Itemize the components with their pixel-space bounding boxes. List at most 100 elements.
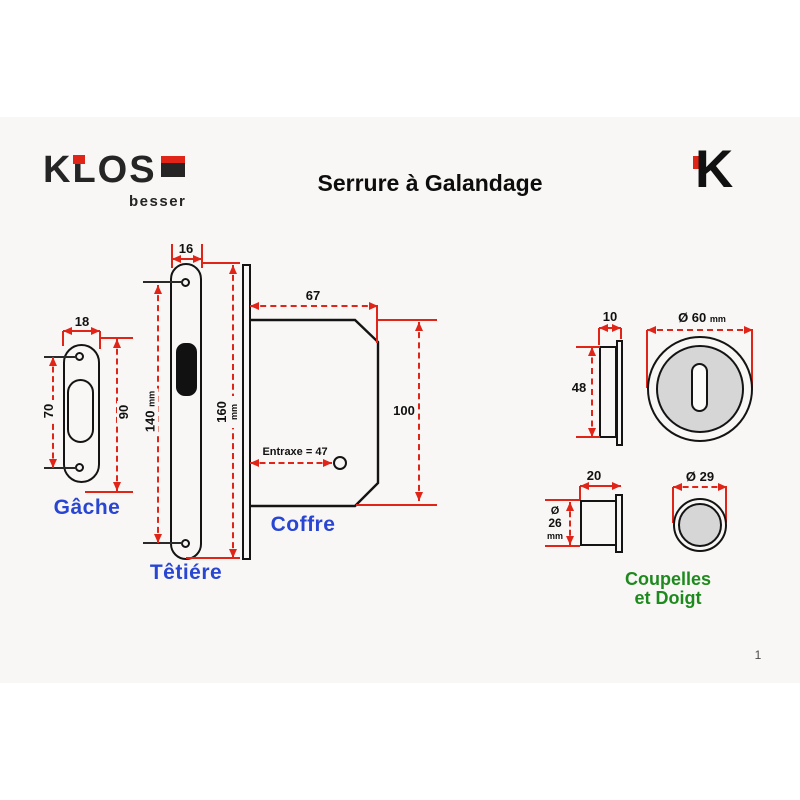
coupelle-large-depth-ext-left	[598, 328, 600, 345]
tetiere-height-unit: mm	[229, 404, 239, 421]
tetiere-holespacing-unit: mm	[146, 390, 157, 407]
arrow-left-icon	[599, 324, 608, 332]
tetiere-outline	[170, 263, 202, 560]
tetiere-width-ext-right	[201, 244, 203, 268]
doigt-diameter-ext-left	[672, 487, 674, 523]
coupelles-label-line2: et Doigt	[634, 588, 702, 608]
coupelle-small-diameter-ext-top	[545, 499, 580, 501]
gache-width-dim-line	[63, 330, 100, 332]
arrow-down-icon	[588, 428, 596, 437]
tetiere-height-ext-bottom	[186, 557, 240, 559]
coupelle-large-diameter-value: Ø 60	[678, 310, 707, 325]
coupelle-small-diameter-symbol: Ø	[550, 505, 560, 517]
logo-letter-l: L	[72, 149, 98, 191]
coffre-height-dim-line	[418, 322, 420, 501]
gache-outline	[63, 344, 100, 483]
logo-red-square	[73, 155, 86, 164]
k-brand-mark: K	[689, 143, 749, 206]
logo-letter-e-bars	[160, 156, 185, 183]
gache-latch-slot	[67, 379, 94, 443]
tetiere-holespacing-dim-label: 140 mm	[142, 388, 159, 435]
arrow-down-icon	[229, 549, 237, 558]
gache-ext-line-bottom	[44, 467, 77, 469]
arrow-left-icon	[580, 482, 589, 490]
arrow-up-icon	[566, 502, 574, 511]
tetiere-holespacing-value: 140	[142, 410, 158, 433]
arrow-left-icon	[63, 327, 72, 335]
coupelle-small-diameter-unit: mm	[546, 531, 563, 541]
arrow-down-icon	[566, 536, 574, 545]
logo-letter-o: O	[97, 149, 130, 191]
arrow-right-icon	[323, 459, 332, 467]
arrow-down-icon	[154, 534, 162, 543]
coupelle-small-body-side	[580, 500, 617, 546]
arrow-right-icon	[193, 255, 202, 263]
arrow-left-icon	[250, 459, 259, 467]
arrow-up-icon	[415, 322, 423, 331]
arrow-down-icon	[49, 459, 57, 468]
coffre-entraxe-dim-line	[250, 462, 332, 464]
coupelles-label: Coupelles et Doigt	[607, 570, 729, 608]
coupelle-small-diameter-ext-bottom	[545, 545, 580, 547]
arrow-down-icon	[415, 492, 423, 501]
coffre-height-dim-label: 100	[390, 404, 418, 418]
arrow-right-icon	[718, 483, 727, 491]
arrow-up-icon	[49, 357, 57, 366]
page-number: 1	[754, 648, 762, 662]
coffre-depth-dim-label: 67	[305, 288, 321, 303]
logo-e-bottom-bar	[160, 170, 185, 177]
coupelle-small-flange-side	[615, 494, 623, 553]
gache-height-ext-bottom	[85, 491, 133, 493]
coupelle-small-depth-dim-label: 20	[586, 468, 602, 483]
coffre-entraxe-label: Entraxe = 47	[262, 446, 328, 458]
arrow-left-icon	[172, 255, 181, 263]
tetiere-width-dim-label: 16	[178, 241, 194, 256]
arrow-left-icon	[250, 302, 259, 310]
coupelle-small-diameter-dim-line	[569, 502, 571, 545]
doigt-diameter-dim-line	[673, 486, 727, 488]
doigt-diameter-ext-right	[725, 487, 727, 523]
gache-holespacing-dim-label: 70	[41, 400, 56, 422]
arrow-left-icon	[673, 483, 682, 491]
coupelle-large-keyhole	[691, 363, 708, 412]
coupelle-large-diameter-ext-right	[751, 330, 753, 388]
tetiere-label: Têtiére	[149, 561, 223, 584]
coupelle-large-depth-ext-right	[620, 328, 622, 339]
coupelle-large-height-dim-label: 48	[571, 380, 587, 395]
page-title: Serrure à Galandage	[317, 170, 543, 196]
coupelle-large-height-ext-bottom	[576, 436, 600, 438]
gache-label: Gâche	[53, 496, 121, 519]
coupelle-small-diameter-value: 26	[548, 516, 562, 530]
coupelle-large-face	[656, 345, 744, 433]
gache-height-dim-label: 90	[116, 401, 131, 423]
arrow-down-icon	[113, 482, 121, 491]
k-mark-letter: K	[695, 140, 734, 199]
gache-ext-line-top	[44, 356, 77, 358]
coupelle-large-height-dim-line	[591, 347, 593, 437]
tetiere-latch-opening	[176, 343, 197, 396]
tetiere-edge-view	[242, 264, 251, 560]
arrow-up-icon	[229, 265, 237, 274]
coupelles-label-line1: Coupelles	[624, 569, 712, 589]
arrow-up-icon	[588, 347, 596, 356]
coupelle-large-flange-side	[616, 340, 623, 446]
coffre-label: Coffre	[270, 513, 336, 536]
doigt-outer-ring	[673, 498, 727, 552]
coffre-outline	[250, 318, 380, 508]
arrow-right-icon	[612, 324, 621, 332]
coffre-depth-dim-line	[250, 305, 378, 307]
arrow-left-icon	[647, 326, 656, 334]
logo-letter-s: S	[129, 149, 157, 191]
coupelle-large-diameter-ext-left	[646, 330, 648, 388]
tetiere-height-ext-top	[202, 262, 240, 264]
coupelle-large-diameter-dim-line	[647, 329, 753, 331]
gache-width-ext-left	[62, 331, 64, 346]
arrow-right-icon	[91, 327, 100, 335]
arrow-right-icon	[612, 482, 621, 490]
doigt-face	[678, 503, 722, 547]
k-mark-red-bar	[693, 156, 699, 169]
gache-width-dim-label: 18	[74, 314, 90, 329]
